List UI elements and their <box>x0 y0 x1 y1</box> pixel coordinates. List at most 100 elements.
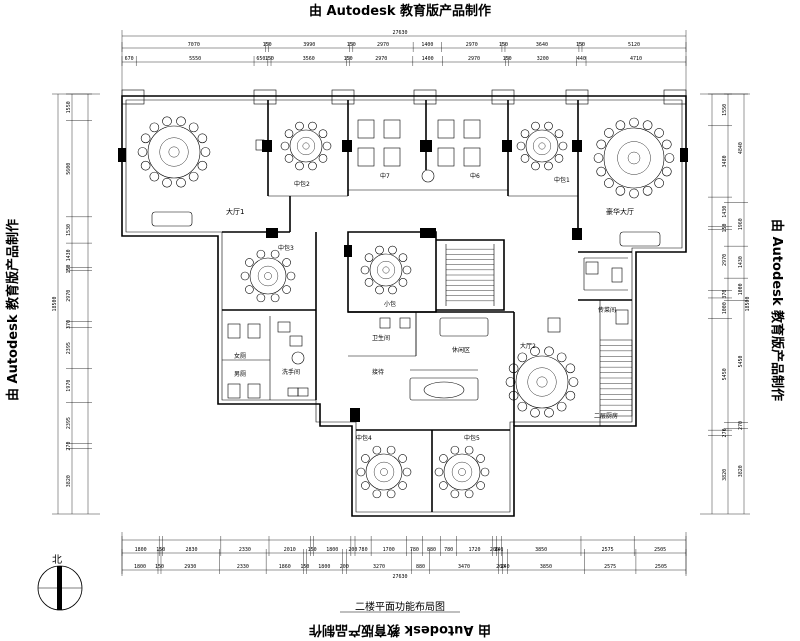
room-label-xishoujian: 洗手间 <box>282 368 300 376</box>
watermark-left: 由 Autodesk 教育版产品制作 <box>6 218 21 402</box>
dim-label: 3820 <box>66 475 72 487</box>
dim-label: 2970 <box>66 290 72 302</box>
dim-label: 270 <box>66 442 72 451</box>
round-table <box>137 116 211 188</box>
dim-label: 440 <box>577 56 586 62</box>
dim-label: 240 <box>501 564 510 570</box>
dim-label: 1400 <box>422 56 434 62</box>
room-label-erceng-chufang: 二层厨房 <box>594 412 618 420</box>
top-total-dim: 27630 <box>392 30 407 36</box>
north-label: 北 <box>52 555 62 566</box>
room-label-dating2: 大厅2 <box>520 342 536 350</box>
room-labels: 大厅1 中包2 中7 中6 中包1 豪华大厅 中包3 小包 卫生间 休闲区 接待… <box>226 172 634 442</box>
dim-label: 150 <box>156 547 165 553</box>
dim-label: 150 <box>155 564 164 570</box>
dim-label: 1800 <box>318 564 330 570</box>
dim-label: 5600 <box>66 163 72 175</box>
room-label-zhongbao6: 中6 <box>470 172 480 180</box>
dim-label: 880 <box>427 547 436 553</box>
dim-label: 2575 <box>602 547 614 553</box>
dim-label: 3850 <box>540 564 552 570</box>
dim-label: 2970 <box>468 56 480 62</box>
dim-label: 1530 <box>66 224 72 236</box>
dim-label: 3820 <box>738 465 744 477</box>
misc-furniture <box>151 119 661 401</box>
room-label-xiaobao: 小包 <box>384 300 396 308</box>
dim-label: 370 <box>66 320 72 329</box>
dim-label: 200 <box>340 564 349 570</box>
dim-label: 150 <box>499 42 508 48</box>
dim-label: 780 <box>410 547 419 553</box>
dim-label: 2505 <box>655 564 667 570</box>
round-table <box>434 445 490 499</box>
dim-label: 2970 <box>466 42 478 48</box>
dim-label: 150 <box>503 56 512 62</box>
dim-label: 1720 <box>468 547 480 553</box>
right-dimension-chain: 18500 1550348014301502970370100054502703… <box>700 93 751 515</box>
round-table <box>516 121 568 171</box>
left-total-dim: 18500 <box>52 296 58 311</box>
round-table <box>240 249 296 303</box>
dim-label: 780 <box>359 547 368 553</box>
dim-label: 1550 <box>66 101 72 113</box>
round-table <box>593 117 675 199</box>
dim-label: 1430 <box>66 249 72 261</box>
dim-label: 1970 <box>66 380 72 392</box>
dim-label: 1700 <box>383 547 395 553</box>
dim-label: 150 <box>308 547 317 553</box>
dim-label: 1400 <box>421 42 433 48</box>
dim-label: 2575 <box>604 564 616 570</box>
dim-label: 150 <box>300 564 309 570</box>
dim-label: 2930 <box>184 564 196 570</box>
dim-label: 3850 <box>535 547 547 553</box>
dim-label: 2330 <box>239 547 251 553</box>
dim-label: 2830 <box>186 547 198 553</box>
dim-label: 7070 <box>188 42 200 48</box>
dim-label: 5120 <box>628 42 640 48</box>
round-table <box>360 245 412 295</box>
dim-label: 200 <box>348 547 357 553</box>
dim-label: 3820 <box>722 469 728 481</box>
dim-label: 3200 <box>537 56 549 62</box>
dim-label: 5450 <box>722 368 728 380</box>
dim-label: 1000 <box>722 302 728 314</box>
dim-label: 2970 <box>375 56 387 62</box>
dim-label: 150 <box>265 56 274 62</box>
room-label-xiuxianqu: 休闲区 <box>452 346 470 354</box>
room-label-zhongbao5: 中包5 <box>464 434 480 442</box>
north-arrow-icon <box>37 565 83 611</box>
dim-label: 3990 <box>303 42 315 48</box>
round-table <box>505 346 579 418</box>
left-dimension-chain: 18500 1550560015301430150297037023951970… <box>52 93 100 515</box>
dim-label: 200 <box>496 564 505 570</box>
dim-label: 370 <box>722 290 728 299</box>
top-dimension-chain: 27630 7070 150 3990 150 2970 1400 2970 150 3640 1… <box>121 30 687 96</box>
room-label-zhongbao4: 中包4 <box>356 434 372 442</box>
dim-label: 3470 <box>458 564 470 570</box>
dim-label: 880 <box>416 564 425 570</box>
dim-label: 3270 <box>373 564 385 570</box>
round-table <box>280 121 332 171</box>
dim-label: 1430 <box>738 256 744 268</box>
dim-label: 3640 <box>536 42 548 48</box>
room-label-zhongbao2: 中包2 <box>294 180 310 188</box>
dim-label: 1800 <box>135 547 147 553</box>
dim-label: 5550 <box>189 56 201 62</box>
dim-label: 2970 <box>377 42 389 48</box>
dim-label: 1430 <box>722 206 728 218</box>
dim-label: 1960 <box>738 218 744 230</box>
room-label-zhongbao1: 中包1 <box>554 176 570 184</box>
dim-label: 2970 <box>722 254 728 266</box>
bottom-total-dim: 27630 <box>392 574 407 580</box>
round-table <box>356 445 412 499</box>
right-total-dim: 18500 <box>745 296 751 311</box>
window-bays <box>121 89 687 105</box>
dim-label: 4840 <box>738 142 744 154</box>
dim-label: 150 <box>66 264 72 273</box>
dim-label: 5450 <box>738 355 744 367</box>
room-label-nv-ce: 女厕 <box>234 352 246 360</box>
room-label-dating1: 大厅1 <box>226 207 244 216</box>
room-label-nan-ce: 男厕 <box>234 371 246 378</box>
